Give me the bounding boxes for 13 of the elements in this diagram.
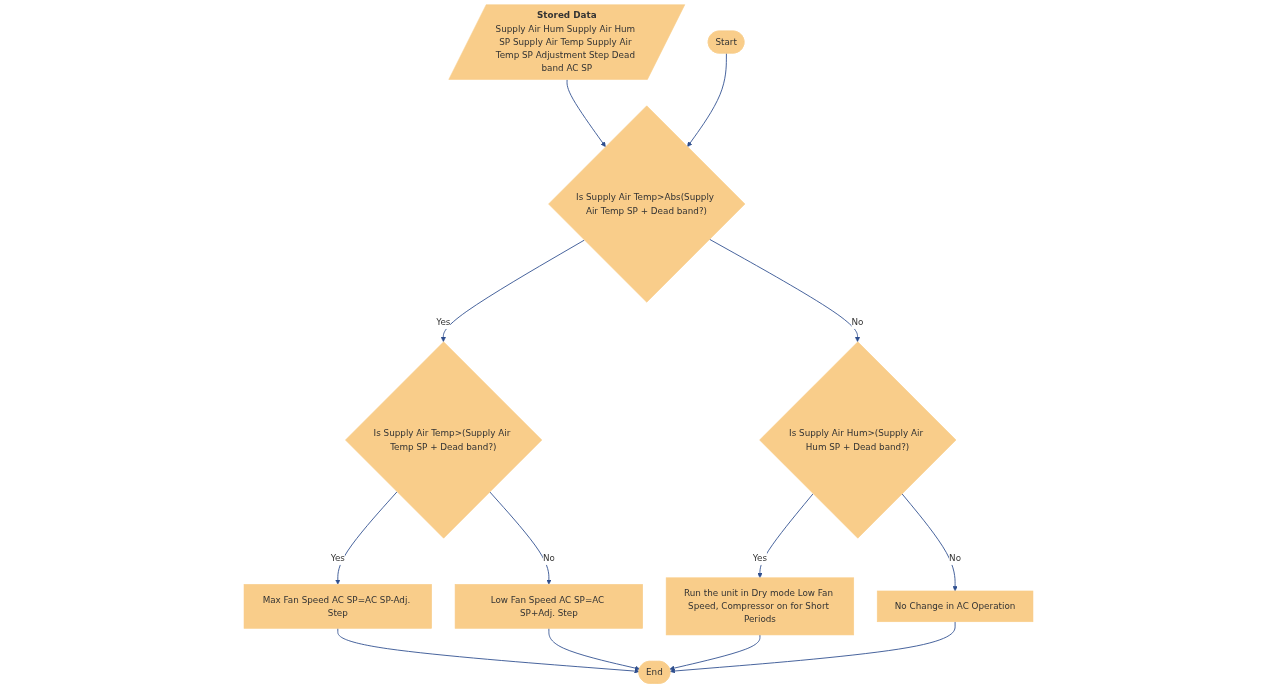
edge-label: Yes bbox=[752, 552, 768, 564]
node-box: Low Fan Speed AC SP=AC SP+Adj. Step bbox=[454, 584, 643, 629]
node-diamond: Is Supply Air Temp>(Supply Air Temp SP + Dead band?) bbox=[345, 341, 543, 539]
edge-label: No bbox=[542, 552, 555, 564]
node-box: Max Fan Speed AC SP=AC SP-Adj. Step bbox=[243, 584, 432, 629]
node-box: No Change in AC Operation bbox=[876, 590, 1034, 623]
node-diamond: Is Supply Air Temp>Abs(Supply Air Temp SP + Dead band?) bbox=[548, 105, 746, 303]
edge-label: Yes bbox=[436, 316, 451, 328]
node-diamond: Is Supply Air Hum>(Supply Air Hum SP + Dead band?) bbox=[759, 341, 957, 539]
node-box: Run the unit in Dry mode Low Fan Speed, Compressor on for Short Periods bbox=[665, 577, 855, 636]
edge-label: No bbox=[949, 552, 962, 564]
edge-label: Yes bbox=[330, 552, 345, 564]
edge-label: No bbox=[851, 316, 864, 328]
